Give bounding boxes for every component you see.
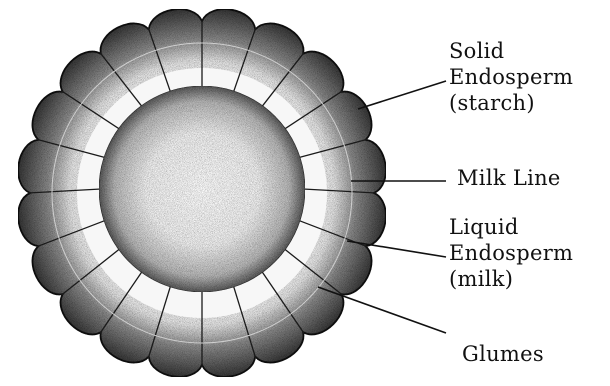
label-glumes: Glumes (462, 341, 544, 367)
label-glumes-text: Glumes (462, 341, 544, 367)
label-milk-line: Milk Line (457, 165, 561, 191)
label-liquid-endosperm-line2: Endosperm (449, 240, 573, 266)
label-liquid-endosperm: Liquid Endosperm (milk) (449, 214, 573, 292)
label-liquid-endosperm-line3: (milk) (449, 266, 573, 292)
label-solid-endosperm-line1: Solid (449, 38, 573, 64)
label-liquid-endosperm-line1: Liquid (449, 214, 573, 240)
label-milk-line-text: Milk Line (457, 165, 561, 191)
solid-endosperm-core (99, 86, 305, 292)
label-solid-endosperm-line2: Endosperm (449, 64, 573, 90)
leader-solid-endosperm (358, 81, 446, 109)
label-solid-endosperm: Solid Endosperm (starch) (449, 38, 573, 116)
label-solid-endosperm-line3: (starch) (449, 90, 573, 116)
